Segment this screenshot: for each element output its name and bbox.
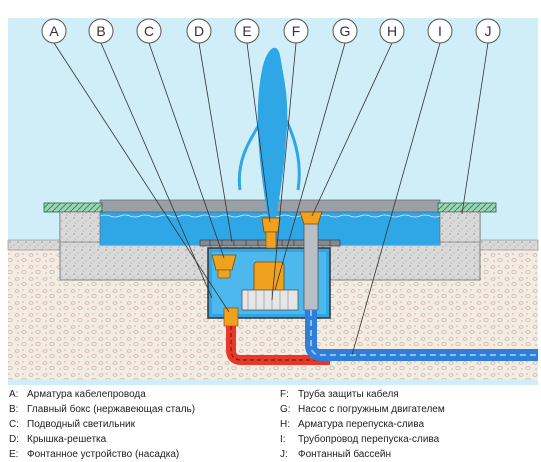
callout-circle-icon [136, 18, 162, 44]
legend-item-d: D: Крышка-решетка [9, 432, 195, 447]
callout-g: G [332, 18, 358, 44]
light-fixture-icon [211, 254, 237, 271]
callout-j: J [475, 18, 501, 44]
legend-item-b: B: Главный бокс (нержавеющая сталь) [9, 402, 195, 417]
pump-body [241, 289, 299, 311]
fountain-diagram: A B C D E F G H I J [7, 18, 539, 385]
callout-circle-icon [379, 18, 405, 44]
callout-circle-icon [475, 18, 501, 44]
callout-leaders [53, 42, 489, 356]
legend-key-c: C: [9, 419, 19, 430]
callout-letter: C [144, 23, 154, 39]
callout-letter: D [194, 23, 204, 39]
legend-column-left: A: Арматура кабелепровода B: Главный бокс … [9, 387, 195, 462]
wall-left [59, 211, 101, 243]
coping-right [437, 202, 497, 213]
legend-column-right: F: Труба защиты кабеля G: Насос с погружны… [280, 387, 445, 462]
legend-item-j: J: Фонтанный бассейн [280, 447, 445, 462]
legend-item-c: C: Подводный светильник [9, 417, 195, 432]
callout-letter: I [438, 23, 442, 39]
legend-desc-f: Труба защиты кабеля [298, 389, 399, 400]
legend-item-g: G: Насос с погружным двигателем [280, 402, 445, 417]
cable-wire [230, 326, 330, 361]
legend-key-f: F: [280, 389, 289, 400]
legend-item-h: H: Арматура перепуска-слива [280, 417, 445, 432]
legend-desc-g: Насос с погружным двигателем [298, 404, 445, 415]
nozzle-icon [261, 217, 281, 233]
legend-item-a: A: Арматура кабелепровода [9, 387, 195, 402]
legend-key-h: H: [280, 419, 290, 430]
callout-circle-icon [186, 18, 212, 44]
callout-letter: B [96, 23, 105, 39]
callout-circle-icon [332, 18, 358, 44]
legend-desc-e: Фонтанное устройство (насадка) [27, 449, 180, 460]
nozzle-stem [265, 231, 277, 249]
legend-desc-b: Главный бокс (нержавеющая сталь) [27, 404, 196, 415]
legend-key-j: J: [280, 449, 288, 460]
callout-circle-icon [88, 18, 114, 44]
callout-e: E [234, 18, 260, 44]
legend-key-a: A: [9, 389, 19, 400]
callout-letter: H [387, 23, 397, 39]
callout-letter: E [242, 23, 251, 39]
callout-a: A [41, 18, 67, 44]
legend-desc-a: Арматура кабелепровода [27, 389, 146, 400]
legend-desc-d: Крышка-решетка [27, 434, 107, 445]
legend: A: Арматура кабелепровода B: Главный бокс … [0, 385, 541, 462]
fountain-jet-icon [257, 47, 288, 219]
conduit-fitting [223, 307, 239, 327]
legend-item-i: I: Трубопровод перепуска-слива [280, 432, 445, 447]
legend-desc-h: Арматура перепуска-слива [298, 419, 425, 430]
drain-pipe-highlight [310, 310, 538, 356]
callout-d: D [186, 18, 212, 44]
callout-letter: J [485, 23, 492, 39]
legend-key-d: D: [9, 434, 19, 445]
callout-c: C [136, 18, 162, 44]
legend-desc-c: Подводный светильник [27, 419, 135, 430]
legend-key-i: I: [280, 434, 286, 445]
callout-circle-icon [283, 18, 309, 44]
overflow-pipe [303, 219, 319, 311]
wall-right [439, 211, 481, 243]
legend-key-b: B: [9, 404, 19, 415]
callout-h: H [379, 18, 405, 44]
callout-circle-icon [41, 18, 67, 44]
callout-f: F [283, 18, 309, 44]
overflow-fitting-icon [299, 211, 323, 225]
legend-desc-i: Трубопровод перепуска-слива [298, 434, 440, 445]
legend-key-e: E: [9, 449, 19, 460]
coping-left [43, 202, 103, 213]
callout-i: I [427, 18, 453, 44]
callout-circle-icon [427, 18, 453, 44]
legend-item-f: F: Труба защиты кабеля [280, 387, 445, 402]
legend-item-e: E: Фонтанное устройство (насадка) [9, 447, 195, 462]
callout-circle-icon [234, 18, 260, 44]
callout-letter: F [292, 23, 301, 39]
callout-b: B [88, 18, 114, 44]
legend-key-g: G: [280, 404, 291, 415]
callout-circles: A B C D E F G H I J [41, 18, 501, 44]
callout-letter: A [49, 23, 59, 39]
light-fixture-base [217, 269, 231, 279]
callout-letter: G [340, 23, 351, 39]
legend-desc-j: Фонтанный бассейн [298, 449, 392, 460]
